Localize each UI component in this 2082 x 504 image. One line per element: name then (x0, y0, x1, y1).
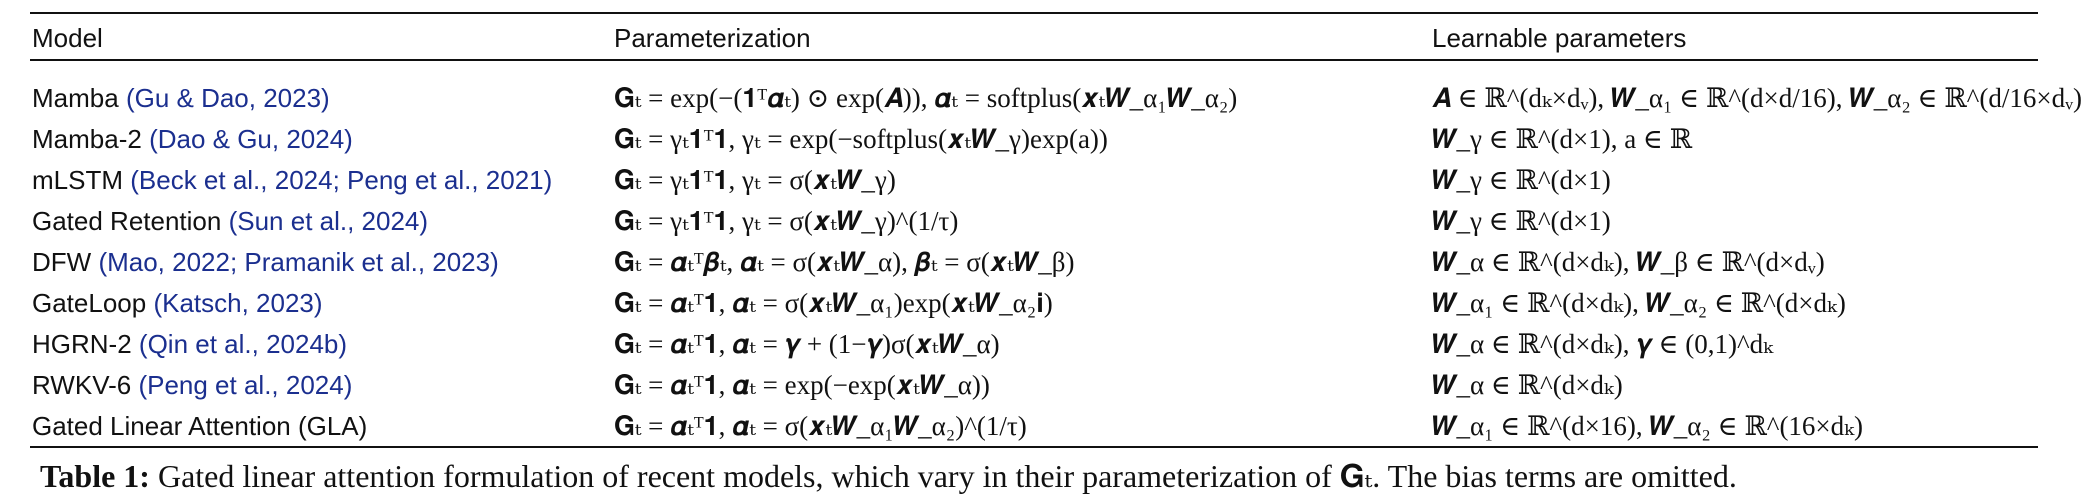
caption-text: Gated linear attention formulation of re… (157, 458, 1737, 494)
model-name: GateLoop (32, 288, 147, 318)
model-cell: GateLoop (Katsch, 2023) (32, 283, 323, 324)
learnable-cell: 𝑾_γ ∈ ℝ^(d×1) (1432, 165, 1611, 195)
table-body: Mamba (Gu & Dao, 2023) 𝐆ₜ = exp(−(𝟏ᵀ𝜶ₜ) … (0, 78, 2082, 447)
learnable-cell: 𝑾_γ ∈ ℝ^(d×1), a ∈ ℝ (1432, 124, 1693, 154)
header-rule (30, 59, 2038, 61)
model-name: mLSTM (32, 165, 123, 195)
model-name: Mamba-2 (32, 124, 142, 154)
parameterization-cell: 𝐆ₜ = 𝜶ₜᵀ𝟏, 𝜶ₜ = σ(𝒙ₜ𝑾_α₁)exp(𝒙ₜ𝑾_α₂𝐢) (614, 288, 1053, 318)
table-row: RWKV-6 (Peng et al., 2024) 𝐆ₜ = 𝜶ₜᵀ𝟏, 𝜶ₜ… (0, 365, 2067, 406)
parameterization-cell: 𝐆ₜ = exp(−(𝟏ᵀ𝜶ₜ) ⊙ exp(𝑨)), 𝜶ₜ = softplu… (614, 83, 1238, 113)
header-model: Model (32, 23, 103, 53)
model-cell: mLSTM (Beck et al., 2024; Peng et al., 2… (32, 160, 552, 201)
citation-link[interactable]: (Beck et al., 2024; Peng et al., 2021) (130, 165, 553, 195)
model-name: RWKV-6 (32, 370, 132, 400)
model-cell: Mamba-2 (Dao & Gu, 2024) (32, 119, 353, 160)
citation-link[interactable]: (Sun et al., 2024) (228, 206, 429, 236)
citation-link[interactable]: (Qin et al., 2024b) (138, 329, 348, 359)
model-cell: Gated Retention (Sun et al., 2024) (32, 201, 428, 242)
model-cell: Mamba (Gu & Dao, 2023) (32, 78, 330, 119)
learnable-cell: 𝑾_α ∈ ℝ^(d×dₖ) (1432, 370, 1623, 400)
header-learnable-parameters: Learnable parameters (1432, 23, 1687, 53)
bottom-rule (30, 446, 2038, 448)
parameterization-cell: 𝐆ₜ = γₜ𝟏ᵀ𝟏, γₜ = σ(𝒙ₜ𝑾_γ)^(1/τ) (614, 206, 959, 236)
table-row: DFW (Mao, 2022; Pramanik et al., 2023) 𝐆… (0, 242, 2067, 283)
citation-link[interactable]: (Mao, 2022; Pramanik et al., 2023) (98, 247, 499, 277)
table-row: Mamba (Gu & Dao, 2023) 𝐆ₜ = exp(−(𝟏ᵀ𝜶ₜ) … (0, 78, 2082, 119)
header-parameterization: Parameterization (614, 23, 811, 53)
caption-label: Table 1: (40, 458, 150, 494)
model-cell: RWKV-6 (Peng et al., 2024) (32, 365, 352, 406)
table-row: mLSTM (Beck et al., 2024; Peng et al., 2… (0, 160, 2067, 201)
citation-link[interactable]: (Katsch, 2023) (153, 288, 323, 318)
parameterization-cell: 𝐆ₜ = 𝜶ₜᵀ𝟏, 𝜶ₜ = exp(−exp(𝒙ₜ𝑾_α)) (614, 370, 990, 400)
learnable-cell: 𝑨 ∈ ℝ^(dₖ×dᵥ), 𝑾_α₁ ∈ ℝ^(d×d/16), 𝑾_α₂ ∈… (1432, 83, 2082, 113)
model-name: DFW (32, 247, 92, 277)
table-row: Mamba-2 (Dao & Gu, 2024) 𝐆ₜ = γₜ𝟏ᵀ𝟏, γₜ … (0, 119, 2067, 160)
table-row: GateLoop (Katsch, 2023) 𝐆ₜ = 𝜶ₜᵀ𝟏, 𝜶ₜ = … (0, 283, 2067, 324)
model-name: Mamba (32, 83, 119, 113)
citation-link[interactable]: (Dao & Gu, 2024) (149, 124, 353, 154)
learnable-cell: 𝑾_α₁ ∈ ℝ^(d×16), 𝑾_α₂ ∈ ℝ^(16×dₖ) (1432, 411, 1863, 441)
parameterization-cell: 𝐆ₜ = γₜ𝟏ᵀ𝟏, γₜ = exp(−softplus(𝒙ₜ𝑾_γ)exp… (614, 124, 1108, 154)
model-name: HGRN-2 (32, 329, 132, 359)
parameterization-cell: 𝐆ₜ = 𝜶ₜᵀ𝜷ₜ, 𝜶ₜ = σ(𝒙ₜ𝑾_α), 𝜷ₜ = σ(𝒙ₜ𝑾_β) (614, 247, 1075, 277)
model-cell: HGRN-2 (Qin et al., 2024b) (32, 324, 347, 365)
parameterization-cell: 𝐆ₜ = 𝜶ₜᵀ𝟏, 𝜶ₜ = 𝜸 + (1−𝜸)σ(𝒙ₜ𝑾_α) (614, 329, 1000, 359)
model-name: Gated Retention (32, 206, 222, 236)
learnable-cell: 𝑾_α ∈ ℝ^(d×dₖ), 𝑾_β ∈ ℝ^(d×dᵥ) (1432, 247, 1825, 277)
parameterization-cell: 𝐆ₜ = γₜ𝟏ᵀ𝟏, γₜ = σ(𝒙ₜ𝑾_γ) (614, 165, 896, 195)
learnable-cell: 𝑾_α ∈ ℝ^(d×dₖ), 𝜸 ∈ (0,1)^dₖ (1432, 329, 1773, 359)
table-row: Gated Linear Attention (GLA) 𝐆ₜ = 𝜶ₜᵀ𝟏, … (0, 406, 2067, 447)
learnable-cell: 𝑾_γ ∈ ℝ^(d×1) (1432, 206, 1611, 236)
model-cell: DFW (Mao, 2022; Pramanik et al., 2023) (32, 242, 499, 283)
table-row: HGRN-2 (Qin et al., 2024b) 𝐆ₜ = 𝜶ₜᵀ𝟏, 𝜶ₜ… (0, 324, 2067, 365)
citation-link[interactable]: (Gu & Dao, 2023) (125, 83, 330, 113)
model-cell: Gated Linear Attention (GLA) (32, 406, 367, 447)
top-rule (30, 12, 2038, 14)
citation-link[interactable]: (Peng et al., 2024) (138, 370, 353, 400)
table-caption: Table 1: Gated linear attention formulat… (40, 456, 2040, 496)
table-row: Gated Retention (Sun et al., 2024) 𝐆ₜ = … (0, 201, 2067, 242)
learnable-cell: 𝑾_α₁ ∈ ℝ^(d×dₖ), 𝑾_α₂ ∈ ℝ^(d×dₖ) (1432, 288, 1846, 318)
model-name: Gated Linear Attention (GLA) (32, 411, 368, 441)
parameterization-cell: 𝐆ₜ = 𝜶ₜᵀ𝟏, 𝜶ₜ = σ(𝒙ₜ𝑾_α₁𝑾_α₂)^(1/τ) (614, 411, 1027, 441)
